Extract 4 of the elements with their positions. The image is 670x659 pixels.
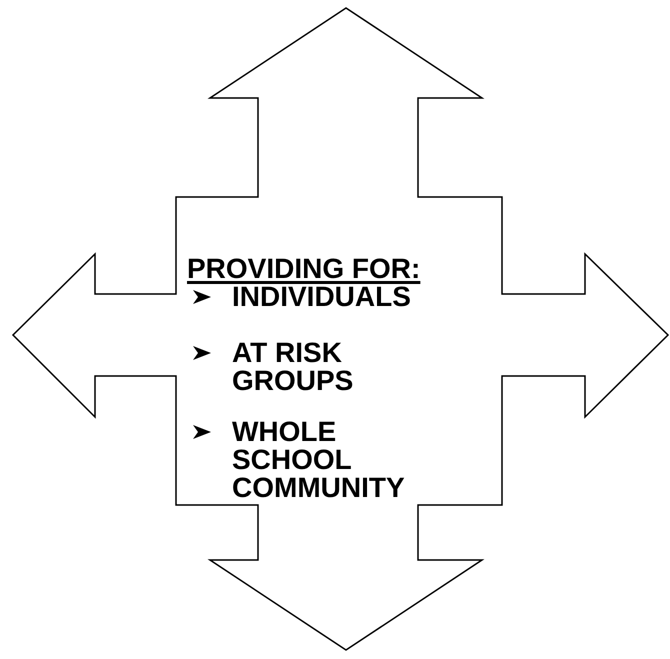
list-item-text: AT RISK GROUPS	[232, 339, 354, 395]
list-item-text: WHOLE SCHOOL COMMUNITY	[232, 418, 406, 502]
list-heading: PROVIDING FOR:	[187, 255, 422, 283]
list-item-text: INDIVIDUALS	[232, 283, 412, 311]
